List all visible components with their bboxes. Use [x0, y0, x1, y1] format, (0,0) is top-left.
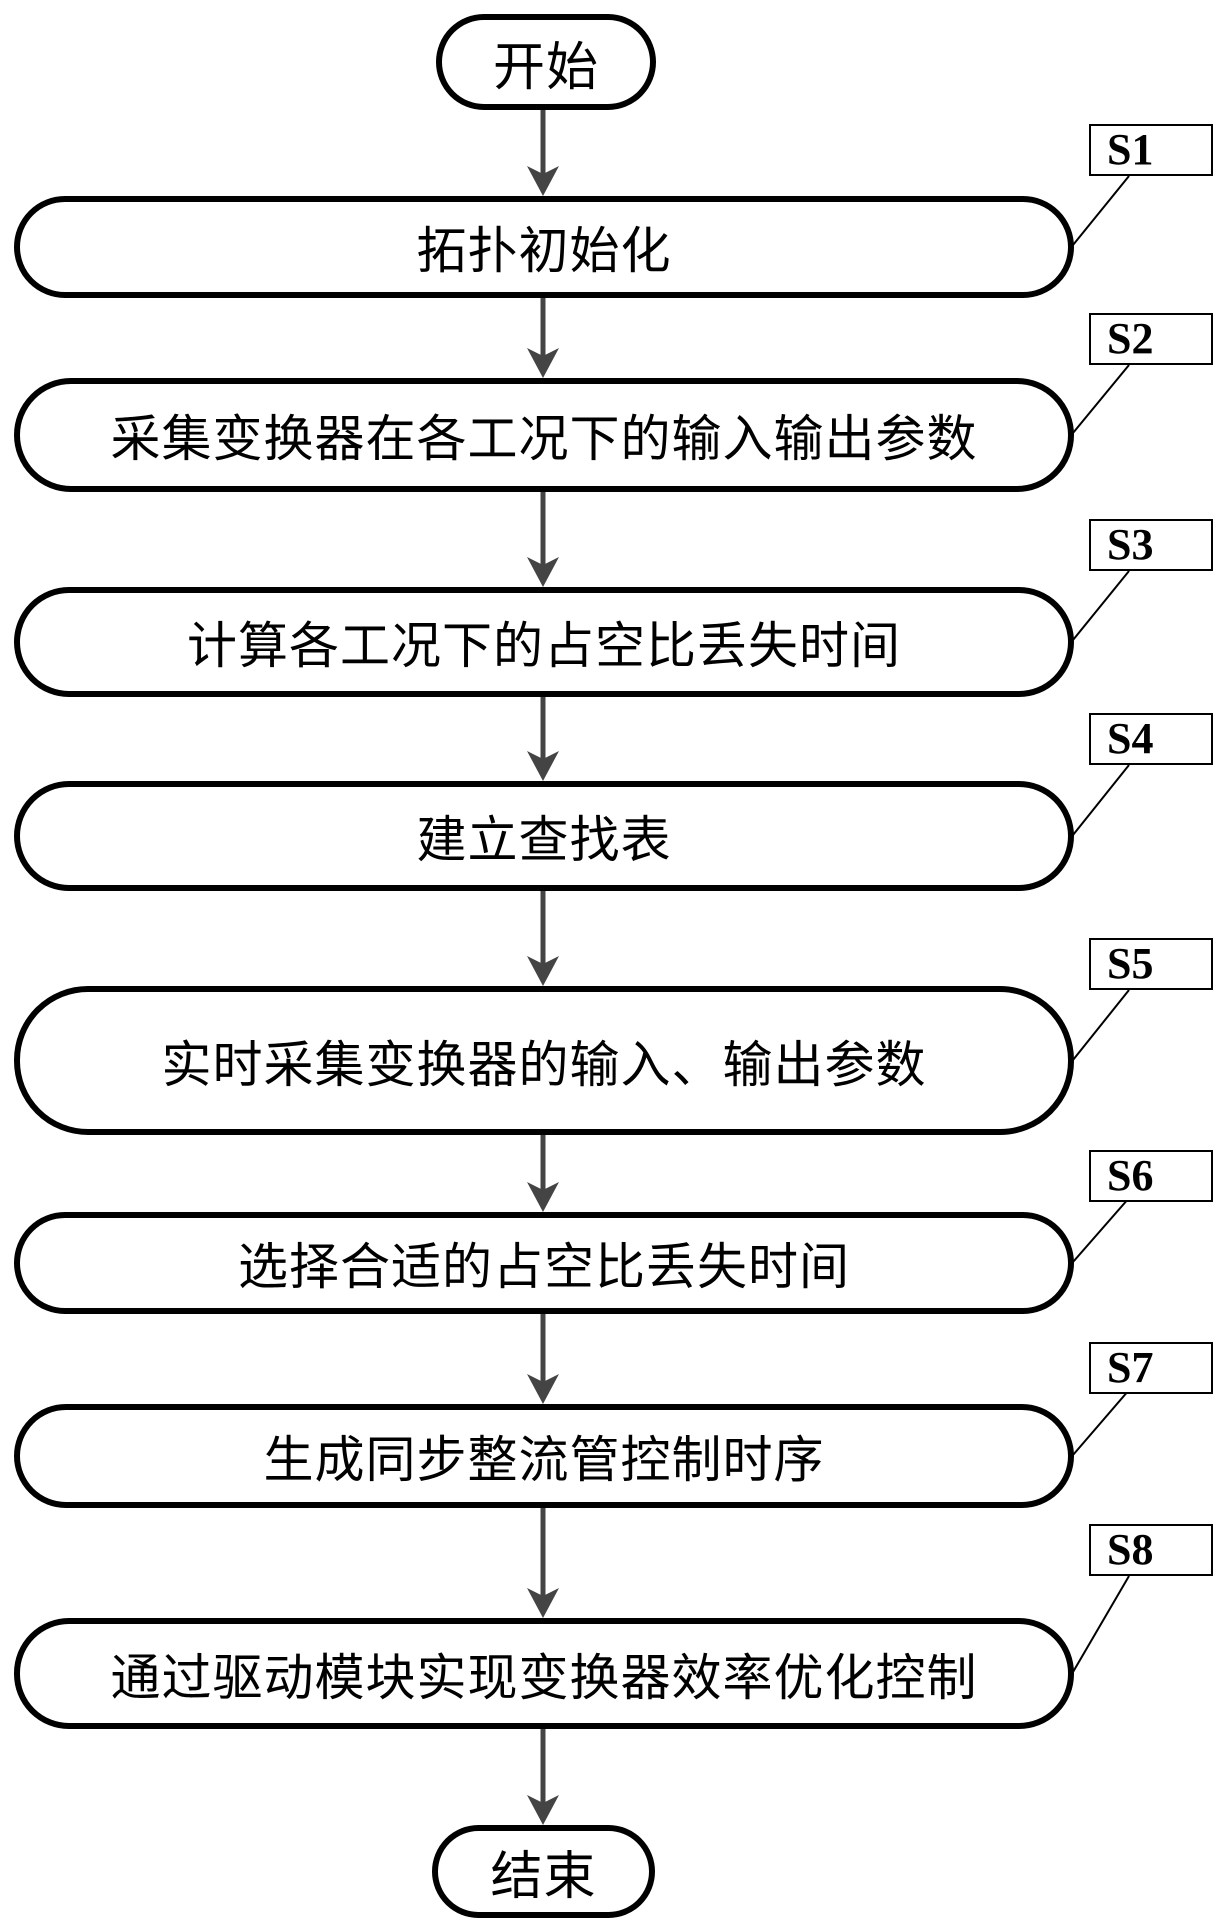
start-label: 开始 — [492, 37, 599, 98]
arrow-head-icon-7 — [527, 1374, 559, 1404]
step-s3-text: 计算各工况下的占空比丢失时间 — [187, 617, 901, 675]
step-s6-label: S6 — [1089, 1150, 1213, 1202]
leader-line-s1 — [1072, 175, 1130, 246]
end-terminal: 结束 — [432, 1825, 655, 1918]
step-s7-label: S7 — [1089, 1342, 1213, 1394]
step-s4-label: S4 — [1089, 713, 1213, 765]
leader-line-s5 — [1072, 989, 1130, 1061]
step-s2-label: S2 — [1089, 313, 1213, 365]
step-s4-text: 建立查找表 — [416, 811, 672, 869]
step-s5-label: S5 — [1089, 938, 1213, 990]
leader-line-s7 — [1072, 1389, 1130, 1456]
step-s3-label: S3 — [1089, 519, 1213, 571]
step-s4-box: 建立查找表 — [14, 781, 1074, 891]
arrow-head-icon-5 — [527, 956, 559, 986]
arrow-head-icon-3 — [527, 557, 559, 587]
leader-line-s4 — [1072, 764, 1130, 836]
step-s8-box: 通过驱动模块实现变换器效率优化控制 — [14, 1618, 1074, 1729]
step-s7-box: 生成同步整流管控制时序 — [14, 1404, 1074, 1508]
arrow-head-icon-9 — [527, 1795, 559, 1825]
step-s8-label: S8 — [1089, 1524, 1213, 1576]
arrow-head-icon-2 — [527, 348, 559, 378]
arrow-head-icon-4 — [527, 751, 559, 781]
step-s6-text: 选择合适的占空比丢失时间 — [238, 1238, 850, 1296]
leader-line-s8 — [1072, 1575, 1130, 1673]
step-s2-text: 采集变换器在各工况下的输入输出参数 — [110, 410, 978, 468]
step-s5-box: 实时采集变换器的输入、输出参数 — [14, 986, 1074, 1135]
start-terminal: 开始 — [436, 14, 656, 110]
step-s5-text: 实时采集变换器的输入、输出参数 — [161, 1035, 927, 1094]
step-s7-text: 生成同步整流管控制时序 — [263, 1431, 825, 1489]
step-s6-box: 选择合适的占空比丢失时间 — [14, 1212, 1074, 1314]
end-label: 结束 — [490, 1847, 597, 1907]
arrow-head-icon-8 — [527, 1588, 559, 1618]
leader-line-s3 — [1072, 570, 1130, 641]
step-s1-text: 拓扑初始化 — [416, 222, 672, 280]
step-s1-label: S1 — [1089, 124, 1213, 176]
leader-line-s6 — [1072, 1197, 1130, 1263]
step-s8-text: 通过驱动模块实现变换器效率优化控制 — [110, 1648, 978, 1707]
arrow-head-icon-6 — [527, 1182, 559, 1212]
step-s3-box: 计算各工况下的占空比丢失时间 — [14, 587, 1074, 697]
leader-line-s2 — [1072, 364, 1130, 434]
step-s1-box: 拓扑初始化 — [14, 196, 1074, 298]
step-s2-box: 采集变换器在各工况下的输入输出参数 — [14, 378, 1074, 492]
arrow-head-icon-1 — [527, 166, 559, 196]
